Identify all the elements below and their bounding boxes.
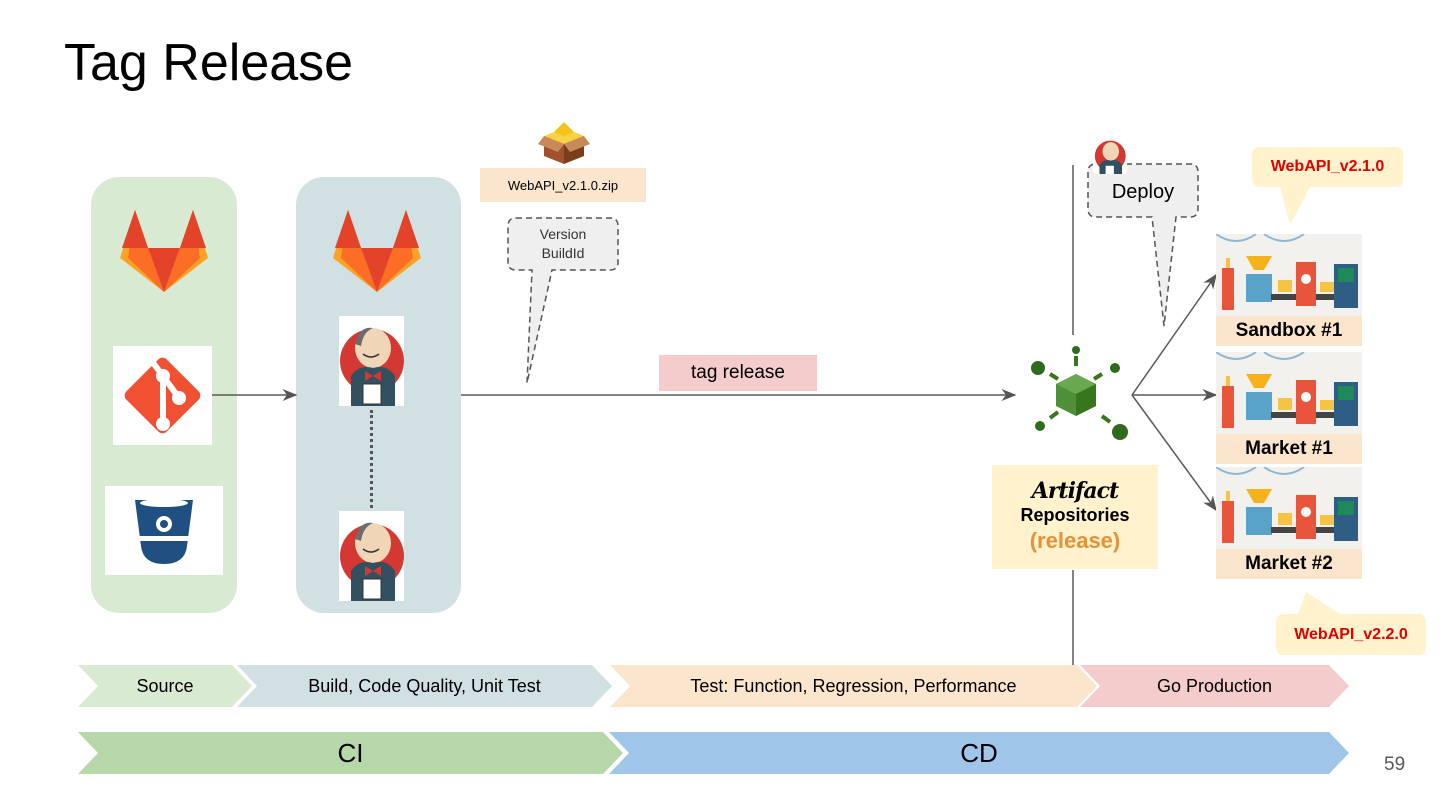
jenkins-icon bbox=[1093, 138, 1127, 174]
environment-sandbox-1: Sandbox #1 bbox=[1216, 234, 1362, 346]
environment-label: Market #2 bbox=[1216, 549, 1362, 579]
package-icon bbox=[538, 118, 590, 166]
factory-icon bbox=[1216, 467, 1362, 549]
stage-chevron-source bbox=[78, 665, 252, 707]
artifact-repositories-label: Repositories bbox=[1020, 505, 1130, 525]
stage-chevron-production bbox=[1080, 665, 1349, 707]
phase-chevron-cd bbox=[609, 732, 1349, 774]
build-id-label: BuildId bbox=[541, 245, 585, 261]
factory-icon bbox=[1216, 234, 1362, 316]
artifact-to-sandbox-arrow bbox=[1131, 273, 1217, 396]
phase-label-ci: CI bbox=[337, 737, 364, 768]
git-icon bbox=[113, 346, 212, 445]
deploy-callout-shape bbox=[1087, 163, 1199, 327]
artifact-file-label: WebAPI_v2.1.0.zip bbox=[480, 168, 646, 202]
environment-market-2: Market #2 bbox=[1216, 467, 1362, 579]
phase-chevron-ci bbox=[78, 732, 623, 774]
phase-label-cd: CD bbox=[960, 737, 998, 768]
environment-label: Market #1 bbox=[1216, 434, 1362, 464]
tag-release-label: tag release bbox=[659, 355, 817, 391]
stage-label-build: Build, Code Quality, Unit Test bbox=[308, 675, 541, 696]
artifact-repositories-box: Artifact Repositories (release) bbox=[992, 465, 1158, 569]
artifact-release-label: (release) bbox=[1029, 528, 1121, 553]
artifact-repository-icon bbox=[1020, 344, 1132, 444]
sandbox-version-callout-shape bbox=[1252, 147, 1403, 225]
artifact-to-market2-arrow bbox=[1131, 394, 1217, 512]
version-callout-shape bbox=[507, 217, 619, 384]
bitbucket-icon bbox=[105, 486, 223, 575]
slide-title: Tag Release bbox=[64, 34, 354, 92]
stage-label-source: Source bbox=[136, 675, 194, 696]
market2-version-label: WebAPI_v2.2.0 bbox=[1294, 625, 1408, 643]
artifact-logo-text: Artifact bbox=[1031, 478, 1119, 504]
gitlab-icon bbox=[118, 208, 210, 292]
jenkins-icon bbox=[339, 511, 404, 601]
sandbox-version-label: WebAPI_v2.1.0 bbox=[1270, 158, 1385, 175]
jenkins-chain-dotted-line bbox=[370, 410, 376, 508]
gitlab-icon bbox=[331, 208, 423, 292]
deploy-label: Deploy bbox=[1111, 180, 1175, 203]
stage-label-production: Go Production bbox=[1156, 675, 1273, 696]
version-label: Version bbox=[539, 226, 587, 242]
environment-market-1: Market #1 bbox=[1216, 352, 1362, 464]
environment-label: Sandbox #1 bbox=[1216, 316, 1362, 346]
factory-icon bbox=[1216, 352, 1362, 434]
stage-chevron-build bbox=[237, 665, 612, 707]
page-number: 59 bbox=[1384, 754, 1406, 775]
stage-label-test: Test: Function, Regression, Performance bbox=[690, 675, 1017, 696]
version-callout: Version BuildId bbox=[508, 224, 618, 264]
jenkins-icon bbox=[339, 316, 404, 406]
market2-version-callout-shape bbox=[1276, 592, 1426, 655]
stage-chevron-test bbox=[610, 665, 1097, 707]
